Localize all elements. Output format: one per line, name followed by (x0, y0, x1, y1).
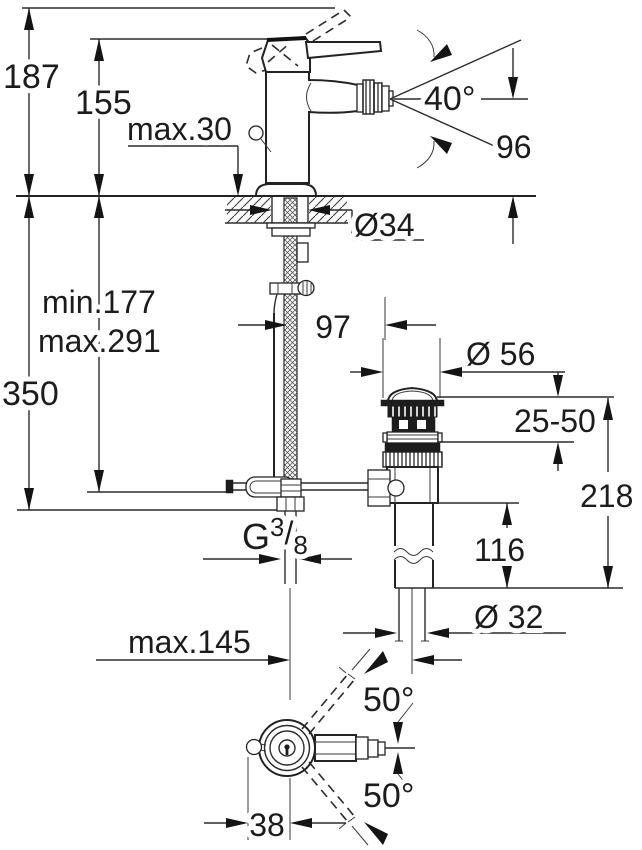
dim-dia34-label: Ø34 (354, 207, 414, 243)
dim-155: 155 (70, 39, 137, 196)
faucet-body (265, 71, 359, 184)
washer (266, 222, 316, 229)
dim-38-label: 38 (249, 807, 285, 843)
dim-g38: G3/8 (203, 507, 352, 565)
dim-350: 350 (0, 196, 64, 510)
dim-218: 218 (575, 398, 638, 588)
dim-96: 96 (491, 48, 537, 244)
side-tab (296, 242, 309, 263)
faucet-side-view (245, 9, 394, 197)
spout-top (314, 734, 357, 762)
handle-cap (260, 35, 311, 73)
top-plan-view (245, 648, 415, 846)
dim-97-label: 97 (315, 309, 351, 345)
dim-97: 97 (238, 304, 436, 350)
dim-187: 187 (0, 8, 65, 196)
waste-cage (391, 416, 436, 433)
dim-max30: max.30 (122, 106, 243, 196)
dim-218-label: 218 (580, 478, 633, 514)
dim-max145-label: max.145 (128, 624, 251, 660)
dim-max145: max.145 (96, 598, 462, 674)
waste-assembly (367, 297, 623, 674)
dim-max291-label: max.291 (38, 323, 161, 359)
dim-187-label: 187 (3, 58, 60, 96)
dim-dia32: Ø 32 (343, 594, 566, 640)
dim-dia56-label: Ø 56 (466, 336, 535, 372)
dim-max30-label: max.30 (127, 111, 232, 147)
mounting-nut (271, 227, 311, 237)
waste-pipe (394, 503, 434, 588)
dim-min177-label: min.177 (42, 284, 156, 320)
dim-25-50: 25-50 (437, 372, 614, 471)
rod-fitting-knob (297, 279, 315, 297)
spout-swivel-down-dashed (301, 761, 356, 823)
dim-50-lower: 50° (358, 772, 419, 820)
waste-ribbed-band (387, 405, 438, 418)
flex-hose (283, 197, 298, 481)
dim-116: 116 (433, 502, 530, 588)
hose-end-fitting (280, 478, 302, 498)
under-deck-assembly (225, 197, 370, 700)
spout-swivel-up-dashed (301, 673, 356, 735)
dim-155-label: 155 (75, 84, 132, 122)
dim-dia34: Ø34 (225, 202, 424, 248)
dim-350-label: 350 (2, 375, 59, 413)
waste-ribbed-nut (382, 451, 443, 468)
dim-40deg: 40° (389, 29, 528, 169)
tailpipe (398, 588, 426, 641)
aerator (356, 79, 394, 115)
dim-96-label: 96 (496, 129, 532, 165)
g38-tube (284, 511, 297, 584)
dim-40deg-label: 40° (424, 80, 475, 118)
g38-nut (276, 496, 305, 512)
rod-ball-joint (387, 479, 405, 497)
dim-50-upper-label: 50° (363, 681, 414, 719)
lever-raised-dashed (305, 9, 352, 42)
dim-116-label: 116 (474, 532, 525, 568)
dim-38: 38 (204, 757, 346, 848)
dim-25-50-label: 25-50 (514, 403, 596, 439)
base-escutcheon (254, 183, 318, 197)
popup-knob-top (245, 738, 263, 756)
waste-dome (386, 386, 439, 403)
dim-50-upper: 50° (358, 676, 419, 724)
dim-dia32-label: Ø 32 (474, 599, 543, 635)
lever-alt-dashed (245, 47, 267, 74)
dim-min177-max291: min.177 max.291 (33, 196, 166, 492)
lever-handle (304, 41, 383, 60)
popup-knob (248, 125, 264, 141)
dim-50-lower-label: 50° (363, 777, 414, 815)
dim-g38-label: G3/8 (242, 512, 308, 560)
rod-hex-nut (367, 469, 391, 507)
dim-dia56: Ø 56 (350, 331, 565, 377)
rod-fitting (269, 282, 301, 295)
